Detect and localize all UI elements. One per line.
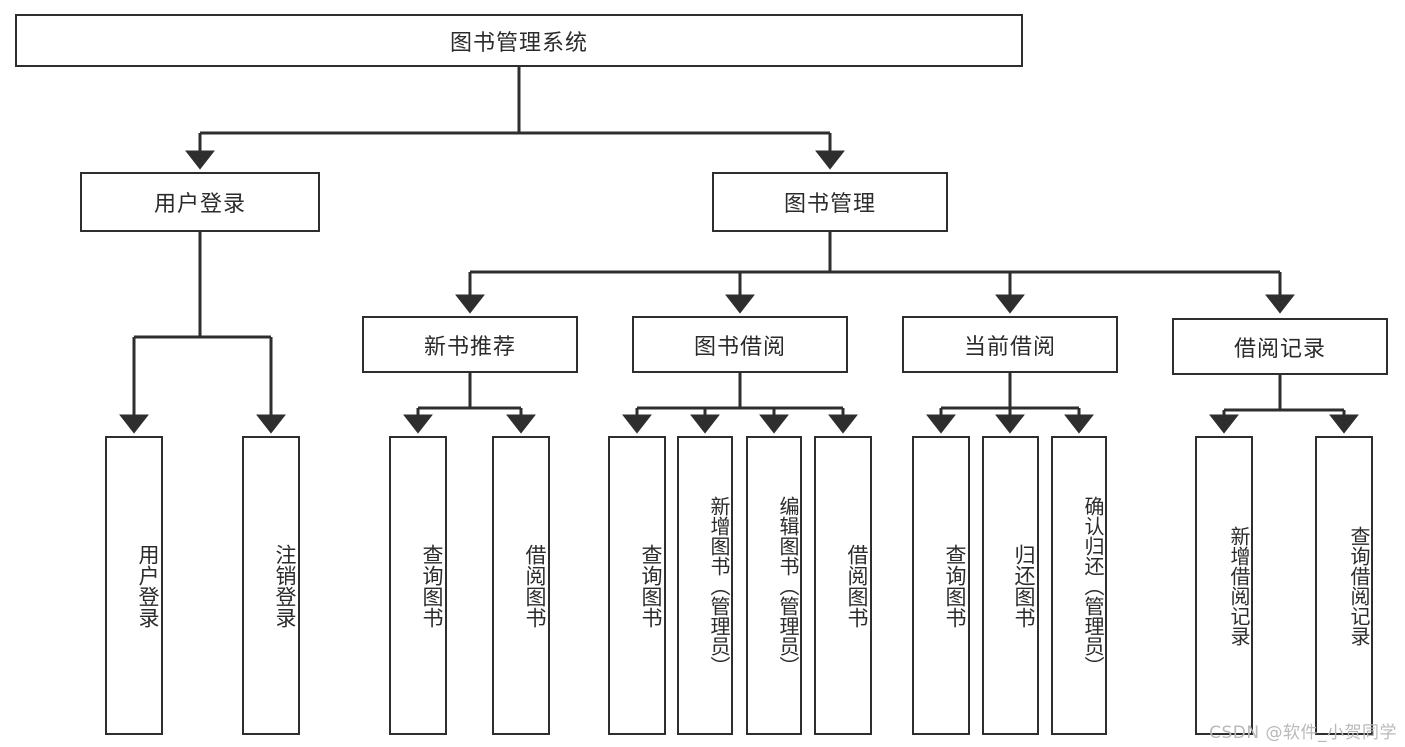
node-user-login[interactable]: 用户登录 bbox=[80, 172, 320, 232]
node-label: 图书借阅 bbox=[693, 334, 786, 360]
leaf-query-borrow-record[interactable]: 查询借阅记录 bbox=[1315, 436, 1373, 735]
node-label: 借阅记录 bbox=[1233, 336, 1326, 362]
leaf-query-book-current[interactable]: 查询图书 bbox=[912, 436, 970, 735]
node-borrow-record[interactable]: 借阅记录 bbox=[1172, 318, 1388, 375]
node-label: 借阅图书 bbox=[523, 543, 547, 628]
node-label: 归还图书 bbox=[1012, 543, 1036, 628]
leaf-query-book-recommend[interactable]: 查询图书 bbox=[389, 436, 447, 735]
node-new-book-recommend[interactable]: 新书推荐 bbox=[362, 316, 578, 373]
node-label: 查询图书 bbox=[420, 543, 444, 628]
leaf-borrow-book[interactable]: 借阅图书 bbox=[814, 436, 872, 735]
leaf-logout-login[interactable]: 注销登录 bbox=[242, 436, 300, 735]
leaf-add-borrow-record[interactable]: 新增借阅记录 bbox=[1195, 436, 1253, 735]
node-label: 查询图书 bbox=[639, 543, 663, 628]
node-label: 新书推荐 bbox=[423, 334, 516, 360]
node-label: 新增借阅记录 bbox=[1227, 525, 1251, 646]
node-label: 注销登录 bbox=[273, 543, 297, 628]
node-label: 查询图书 bbox=[943, 543, 967, 628]
node-root-system[interactable]: 图书管理系统 bbox=[15, 14, 1023, 67]
node-label: 借阅图书 bbox=[845, 543, 869, 628]
node-label: 编辑图书（管理员） bbox=[776, 495, 800, 676]
leaf-return-book[interactable]: 归还图书 bbox=[982, 436, 1039, 735]
node-label: 用户登录 bbox=[153, 192, 246, 217]
node-label: 图书管理 bbox=[783, 192, 876, 217]
node-book-management[interactable]: 图书管理 bbox=[712, 172, 948, 232]
leaf-confirm-return-admin[interactable]: 确认归还（管理员） bbox=[1051, 436, 1107, 735]
leaf-edit-book-admin[interactable]: 编辑图书（管理员） bbox=[746, 436, 802, 735]
leaf-user-login[interactable]: 用户登录 bbox=[105, 436, 163, 735]
node-current-borrow[interactable]: 当前借阅 bbox=[902, 316, 1118, 373]
leaf-add-book-admin[interactable]: 新增图书（管理员） bbox=[677, 436, 733, 735]
node-label: 当前借阅 bbox=[963, 334, 1056, 360]
node-label: 查询借阅记录 bbox=[1347, 525, 1371, 646]
node-label: 用户登录 bbox=[136, 543, 160, 628]
node-label: 图书管理系统 bbox=[449, 30, 588, 56]
leaf-borrow-book-recommend[interactable]: 借阅图书 bbox=[492, 436, 550, 735]
node-book-borrow[interactable]: 图书借阅 bbox=[632, 316, 848, 373]
leaf-query-book-borrow[interactable]: 查询图书 bbox=[608, 436, 666, 735]
node-label: 新增图书（管理员） bbox=[707, 495, 731, 676]
node-label: 确认归还（管理员） bbox=[1081, 495, 1105, 676]
